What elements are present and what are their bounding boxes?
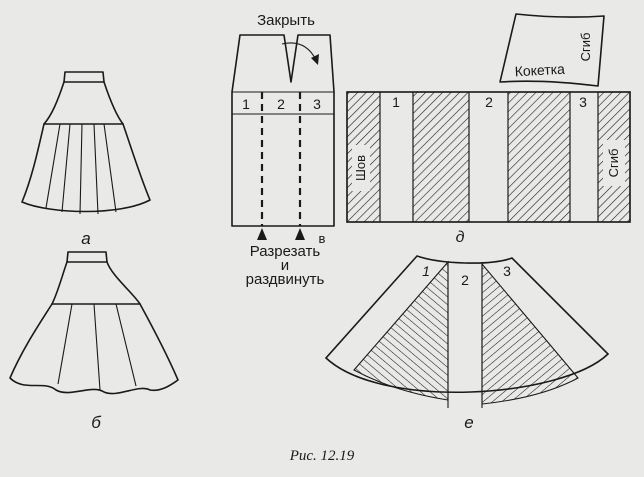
label-b: б	[91, 413, 102, 432]
pattern-v-panel-3: 3	[313, 96, 321, 112]
skirt-b-drawing	[9, 251, 179, 395]
pattern-v-panel-2: 2	[277, 96, 285, 112]
pattern-v-drawing	[231, 34, 335, 240]
layout-d-panel-3: 3	[579, 94, 587, 110]
layout-e-panel-3: 3	[503, 263, 511, 279]
pattern-v-cut-line1: Разрезать	[250, 243, 321, 260]
layout-d-drawing	[346, 91, 631, 223]
layout-d-fold: Сгиб	[606, 149, 621, 178]
label-v: в	[319, 231, 326, 246]
yoke-g-drawing	[499, 13, 605, 87]
yoke-g-name: Кокетка	[514, 61, 565, 80]
label-e: е	[464, 413, 473, 432]
layout-d-panel-1: 1	[392, 94, 400, 110]
pattern-v-cut-line3: раздвинуть	[246, 271, 325, 288]
label-a: а	[81, 229, 90, 248]
skirt-a-drawing	[21, 71, 151, 215]
layout-d-seam: Шов	[353, 155, 368, 181]
pattern-v-panel-1: 1	[242, 96, 250, 112]
pattern-v-close-label: Закрыть	[257, 12, 315, 29]
layout-d-panel-2: 2	[485, 94, 493, 110]
figure-caption: Рис. 12.19	[289, 448, 355, 464]
layout-e-panel-2: 2	[461, 272, 469, 288]
layout-e-panel-1: 1	[422, 263, 430, 279]
label-d: д	[456, 229, 465, 246]
pattern-v-cut-line2: и	[281, 257, 289, 274]
layout-e-drawing	[324, 255, 610, 408]
yoke-g-fold: Сгиб	[578, 33, 593, 62]
